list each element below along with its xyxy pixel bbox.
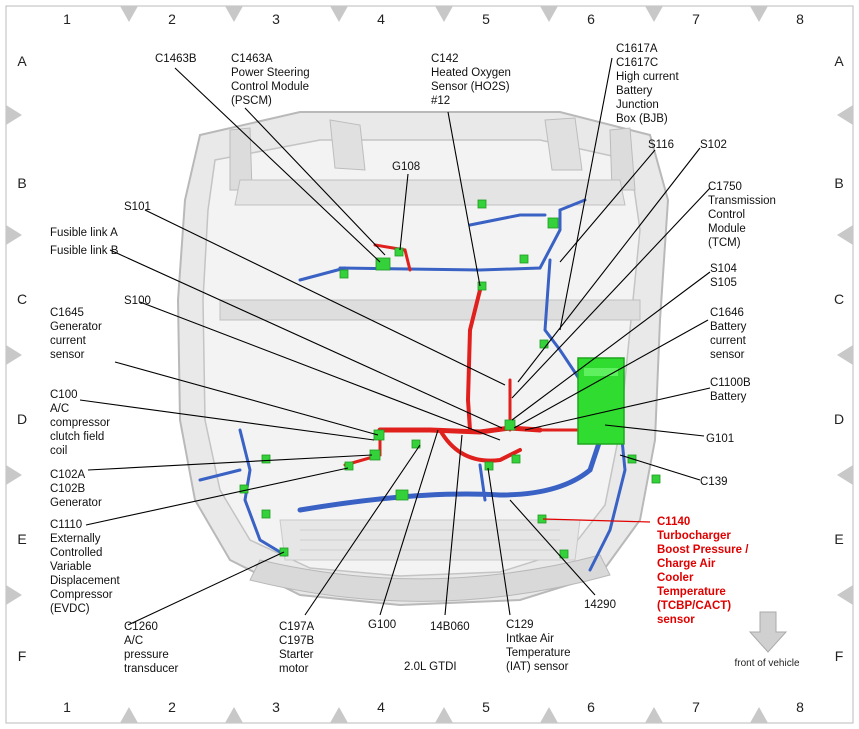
grid-column-markers bbox=[120, 6, 768, 723]
col-label-bottom: 8 bbox=[796, 699, 804, 715]
component-labels: C1463B C1463A Power Steering Control Mod… bbox=[50, 43, 779, 675]
row-label-right: F bbox=[835, 648, 844, 664]
label-c1646: C1646 Battery current sensor bbox=[710, 307, 750, 361]
label-s116: S116 bbox=[648, 139, 674, 151]
row-label-right: A bbox=[834, 53, 844, 69]
front-of-vehicle-indicator: front of vehicle bbox=[734, 611, 800, 669]
row-label-left: C bbox=[17, 291, 27, 307]
row-label-left: B bbox=[17, 175, 26, 191]
row-label-left: F bbox=[18, 648, 27, 664]
col-label-top: 4 bbox=[377, 11, 385, 27]
label-c1110: C1110 Externally Controlled Variable Dis… bbox=[50, 519, 123, 615]
label-g108: G108 bbox=[392, 161, 420, 173]
col-label-top: 6 bbox=[587, 11, 595, 27]
front-of-vehicle-label: front of vehicle bbox=[734, 658, 799, 669]
label-c1463b: C1463B bbox=[155, 53, 197, 65]
label-g101: G101 bbox=[706, 433, 734, 445]
col-label-top: 7 bbox=[692, 11, 700, 27]
down-arrow-icon bbox=[748, 611, 788, 653]
blue-harness bbox=[198, 198, 627, 572]
col-label-bottom: 4 bbox=[377, 699, 385, 715]
label-c142: C142 Heated Oxygen Sensor (HO2S) #12 bbox=[431, 53, 514, 107]
row-label-right: E bbox=[834, 531, 843, 547]
col-label-bottom: 7 bbox=[692, 699, 700, 715]
row-label-right: B bbox=[834, 175, 843, 191]
grid-row-markers bbox=[6, 105, 853, 605]
label-s100: S100 bbox=[124, 295, 151, 307]
label-s104-s105: S104 S105 bbox=[710, 263, 740, 289]
col-label-top: 2 bbox=[168, 11, 176, 27]
label-c1645: C1645 Generator current sensor bbox=[50, 307, 105, 361]
label-g100: G100 bbox=[368, 619, 396, 631]
col-label-top: 5 bbox=[482, 11, 490, 27]
label-c1140: C1140 Turbocharger Boost Pressure / Char… bbox=[657, 516, 752, 626]
label-s101: S101 bbox=[124, 201, 151, 213]
label-c1463a: C1463A Power Steering Control Module (PS… bbox=[231, 53, 313, 107]
label-c1100b: C1100B Battery bbox=[710, 377, 754, 403]
battery-box bbox=[577, 357, 625, 445]
col-label-bottom: 2 bbox=[168, 699, 176, 715]
label-c197: C197A C197B Starter motor bbox=[279, 621, 317, 675]
engine-caption: 2.0L GTDI bbox=[404, 661, 457, 673]
label-c100: C100 A/C compressor clutch field coil bbox=[50, 389, 113, 457]
label-14b060: 14B060 bbox=[430, 621, 470, 633]
label-c1260: C1260 A/C pressure transducer bbox=[124, 621, 179, 675]
label-14290: 14290 bbox=[584, 599, 616, 611]
vehicle-engine-bay bbox=[176, 111, 670, 607]
label-fusible-links: Fusible link A Fusible link B bbox=[50, 227, 120, 257]
label-c139: C139 bbox=[700, 476, 728, 488]
row-label-left: D bbox=[17, 411, 27, 427]
col-label-top: 8 bbox=[796, 11, 804, 27]
col-label-bottom: 6 bbox=[587, 699, 595, 715]
col-label-bottom: 1 bbox=[63, 699, 71, 715]
col-label-top: 3 bbox=[272, 11, 280, 27]
leader-lines bbox=[79, 57, 711, 626]
row-label-right: C bbox=[834, 291, 844, 307]
grid-labels: 1 2 3 4 5 6 7 8 1 2 3 4 5 6 7 8 A B C D … bbox=[17, 11, 844, 715]
label-s102: S102 bbox=[700, 139, 727, 151]
col-label-bottom: 5 bbox=[482, 699, 490, 715]
col-label-top: 1 bbox=[63, 11, 71, 27]
row-label-left: E bbox=[17, 531, 26, 547]
label-c1617: C1617A C1617C High current Battery Junct… bbox=[616, 43, 682, 125]
label-c102: C102A C102B Generator bbox=[50, 469, 102, 509]
row-label-left: A bbox=[17, 53, 27, 69]
row-label-right: D bbox=[834, 411, 844, 427]
col-label-bottom: 3 bbox=[272, 699, 280, 715]
label-c1750: C1750 Transmission Control Module (TCM) bbox=[708, 181, 779, 249]
label-c129: C129 Intkae Air Temperature (IAT) sensor bbox=[506, 619, 574, 673]
